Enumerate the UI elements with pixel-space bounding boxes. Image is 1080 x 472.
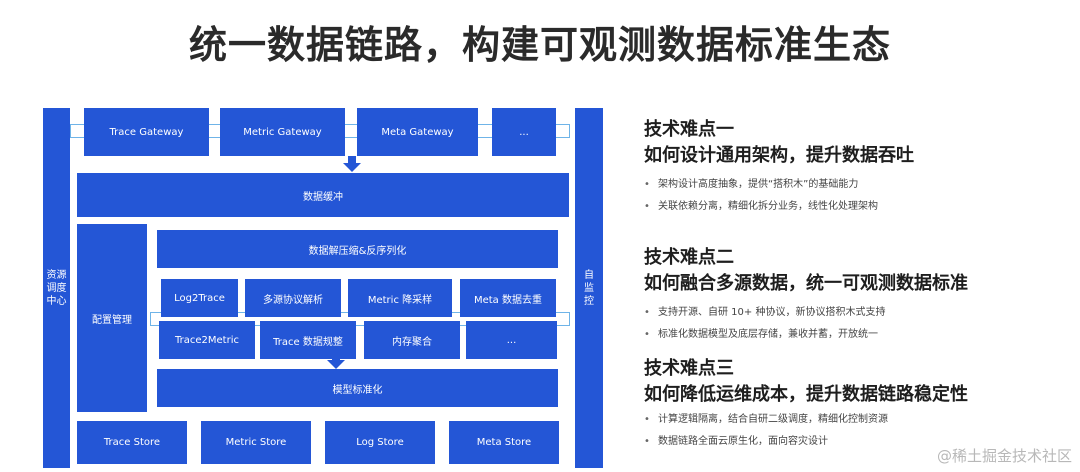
processor-label: Trace 数据规整 (273, 336, 343, 348)
section-subheading: 如何设计通用架构，提升数据吞吐 (644, 145, 914, 166)
decompress-block: 数据解压缩&反序列化 (157, 230, 558, 268)
self-monitor-label: 自监控 (584, 269, 594, 307)
section-subheading: 如何降低运维成本，提升数据链路稳定性 (644, 384, 968, 405)
store-label: Trace Store (103, 437, 161, 448)
gateway-label: Metric Gateway (243, 126, 322, 138)
processor-label: Trace2Metric (175, 334, 239, 346)
config-management-label: 配置管理 (92, 314, 132, 326)
section-heading: 技术难点三 (644, 358, 734, 379)
processor-more: ... (466, 321, 557, 359)
processor-metric-downsample: Metric 降采样 (348, 279, 452, 317)
section-bullet: 计算逻辑隔离，结合自研二级调度，精细化控制资源 (644, 409, 968, 431)
processor-trace-normalize: Trace 数据规整 (260, 321, 356, 359)
section-bullet: 支持开源、自研 10+ 种协议，新协议搭积木式支持 (644, 302, 968, 324)
store-meta: Meta Store (449, 421, 559, 464)
store-metric: Metric Store (201, 421, 311, 464)
difficulty-section-2: 技术难点二 如何融合多源数据，统一可观测数据标准 支持开源、自研 10+ 种协议… (644, 246, 968, 346)
store-label: Log Store (356, 437, 404, 448)
gateway-meta: Meta Gateway (357, 108, 478, 156)
store-label: Meta Store (476, 437, 532, 448)
section-bullet: 标准化数据模型及底层存储，兼收并蓄，开放统一 (644, 324, 968, 346)
gateway-more: ... (492, 108, 556, 156)
self-monitor-bar: 自监控 (575, 108, 603, 468)
config-management-block: 配置管理 (77, 224, 147, 412)
section-bullet: 关联依赖分离，精细化拆分业务，线性化处理架构 (644, 196, 914, 218)
processor-memory-aggregate: 内存聚合 (364, 321, 460, 359)
processor-label: Meta 数据去重 (473, 294, 542, 306)
page-title: 统一数据链路，构建可观测数据标准生态 (188, 23, 891, 67)
decompress-label: 数据解压缩&反序列化 (308, 245, 407, 257)
processor-log2trace: Log2Trace (161, 279, 238, 317)
store-log: Log Store (325, 421, 435, 464)
gateway-label: Meta Gateway (381, 126, 454, 138)
model-standardize-block: 模型标准化 (157, 369, 558, 407)
processor-label: Metric 降采样 (367, 294, 433, 306)
processor-label: ... (506, 334, 517, 346)
watermark: @稀土掘金技术社区 (936, 447, 1072, 465)
gateway-metric: Metric Gateway (220, 108, 345, 156)
resource-scheduler-label: 资源调度中心 (46, 269, 67, 307)
section-bullet: 架构设计高度抽象，提供“搭积木”的基础能力 (644, 174, 914, 196)
processor-label: Log2Trace (174, 292, 225, 304)
section-subheading: 如何融合多源数据，统一可观测数据标准 (644, 273, 968, 294)
gateway-trace: Trace Gateway (84, 108, 209, 156)
store-label: Metric Store (225, 437, 287, 448)
processor-label: 内存聚合 (392, 336, 432, 348)
arrow-down-icon (343, 156, 361, 172)
gateway-label: ... (519, 126, 529, 138)
section-heading: 技术难点一 (644, 119, 734, 140)
section-heading: 技术难点二 (644, 247, 734, 268)
processor-multi-protocol: 多源协议解析 (245, 279, 341, 317)
difficulty-section-3: 技术难点三 如何降低运维成本，提升数据链路稳定性 计算逻辑隔离，结合自研二级调度… (644, 357, 968, 453)
data-buffer-label: 数据缓冲 (303, 191, 343, 203)
section-bullet: 数据链路全面云原生化，面向容灾设计 (644, 431, 968, 453)
resource-scheduler-bar: 资源调度中心 (43, 108, 70, 468)
gateway-label: Trace Gateway (109, 126, 184, 138)
processor-meta-dedup: Meta 数据去重 (460, 279, 556, 317)
arrow-down-icon (327, 359, 345, 369)
store-trace: Trace Store (77, 421, 187, 464)
processor-trace2metric: Trace2Metric (159, 321, 255, 359)
model-standardize-label: 模型标准化 (332, 384, 383, 396)
data-buffer-block: 数据缓冲 (77, 173, 569, 217)
difficulty-section-1: 技术难点一 如何设计通用架构，提升数据吞吐 架构设计高度抽象，提供“搭积木”的基… (644, 118, 914, 218)
processor-label: 多源协议解析 (263, 294, 323, 306)
